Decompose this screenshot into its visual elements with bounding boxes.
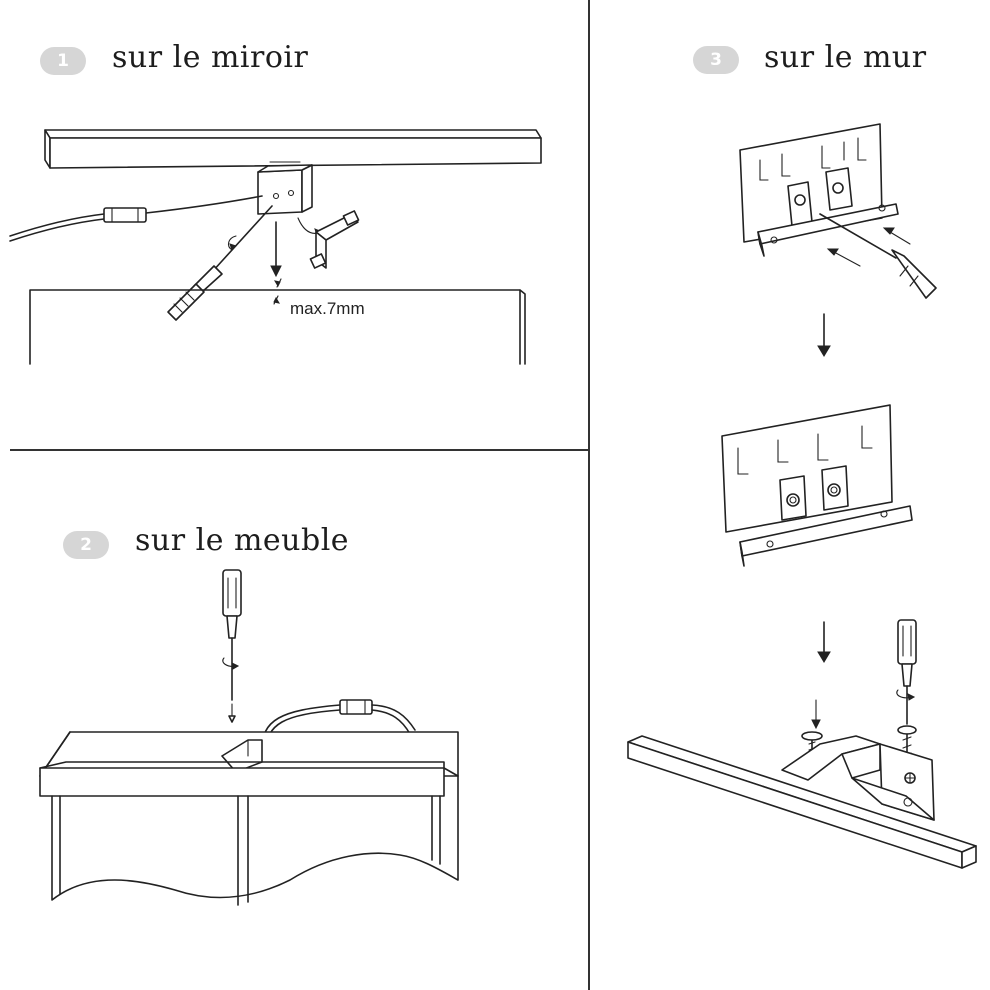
connector-icon	[339, 699, 373, 715]
gap-indicator	[273, 278, 282, 305]
horizontal-divider	[10, 449, 588, 451]
max-gap-label: max.7mm	[290, 299, 365, 318]
step-2-badge: 2	[63, 531, 109, 559]
mirror-clip	[297, 210, 360, 269]
down-arrow-icon	[817, 621, 831, 663]
step-1-illustration: max.7mm	[9, 129, 542, 365]
screwdriver-icon	[222, 569, 242, 723]
step-2-illustration	[39, 569, 459, 906]
step-2-title: sur le meuble	[135, 523, 350, 558]
step-3-badge: 3	[693, 46, 739, 74]
step-1-badge: 1	[40, 47, 86, 75]
down-arrow-icon	[817, 313, 831, 357]
mounting-block	[257, 164, 313, 215]
step-3-title: sur le mur	[764, 40, 927, 75]
connector-icon	[103, 207, 147, 223]
lamp-bar	[44, 129, 542, 169]
cabinet	[39, 731, 459, 906]
mirror	[29, 289, 526, 365]
screwdriver-icon	[896, 619, 917, 725]
step-3-illustration	[627, 123, 977, 869]
step-1-title: sur le miroir	[112, 40, 309, 75]
lamp-bar	[627, 735, 977, 869]
screwdriver-icon	[167, 205, 273, 321]
vertical-divider	[588, 0, 590, 990]
wall-panel-with-bracket	[739, 123, 937, 299]
wall-panel-bracket-installed	[721, 404, 913, 567]
power-cable	[9, 195, 263, 242]
down-arrow-icon	[270, 221, 282, 278]
